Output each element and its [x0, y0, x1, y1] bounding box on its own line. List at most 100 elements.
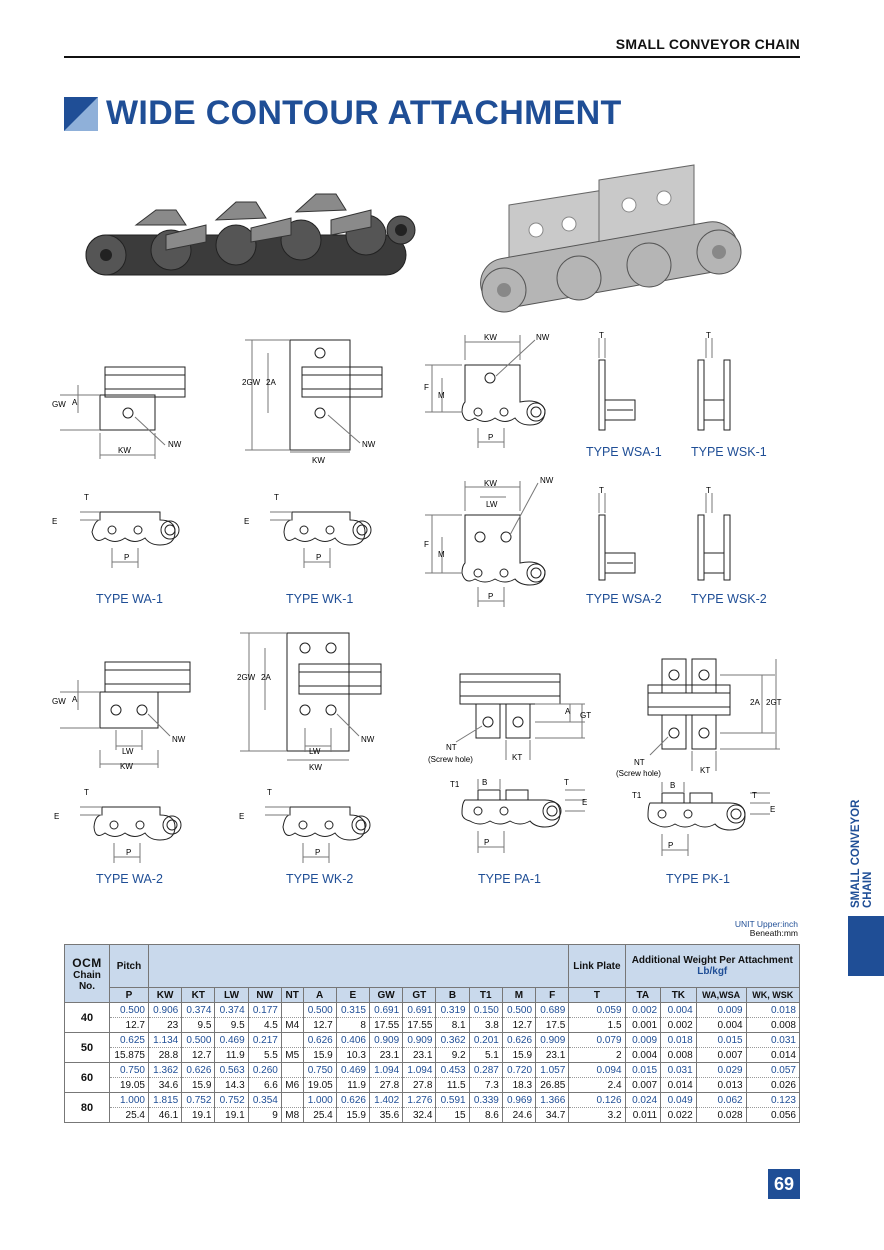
wa2-side-view: T E P	[54, 788, 182, 863]
table-cell: 1.5	[568, 1017, 626, 1033]
table-cell: 0.625	[109, 1032, 149, 1048]
type-wk1-label: TYPE WK-1	[286, 592, 354, 606]
chain-no-header: OCM Chain No.	[64, 944, 110, 1003]
wa1-top-view: GW A KW NW	[52, 366, 186, 459]
type-wa1-label: TYPE WA-1	[96, 592, 163, 606]
table-cell: 0.024	[624, 1092, 662, 1108]
unit-note-lower: Beneath:mm	[749, 928, 798, 938]
column-header: TA	[624, 987, 662, 1003]
column-header: T1	[468, 987, 503, 1003]
wsa1-m-label: M	[438, 391, 445, 400]
column-header: P	[109, 987, 149, 1003]
section-header: SMALL CONVEYOR CHAIN	[615, 36, 800, 52]
wk1-e-label: E	[244, 517, 249, 526]
table-cell: 1.366	[535, 1092, 570, 1108]
table-cell: 0.008	[660, 1047, 697, 1063]
column-header: GT	[402, 987, 437, 1003]
type-wa2-label: TYPE WA-2	[96, 872, 163, 886]
table-cell: 0.909	[368, 1032, 404, 1048]
column-header: NT	[280, 987, 304, 1003]
table-cell: 23.1	[368, 1047, 404, 1063]
wsa1-side-view: T	[598, 331, 636, 431]
additional-weight-label: Additional Weight Per Attachment	[631, 955, 793, 966]
table-cell: 12.7	[501, 1017, 537, 1033]
pk1-kt-label: KT	[700, 766, 710, 775]
table-cell: 23.1	[535, 1047, 570, 1063]
column-header: KT	[181, 987, 216, 1003]
wk2-e-label: E	[239, 812, 244, 821]
wk2-kw-label: KW	[309, 763, 322, 772]
wk2-lw-label: LW	[309, 747, 321, 756]
wsa2-kw-label: KW	[484, 479, 497, 488]
wsa2-lw-label: LW	[486, 500, 498, 509]
wsa2-m-label: M	[438, 550, 445, 559]
wsa2-side-view: T	[598, 486, 636, 581]
table-cell: 15.875	[109, 1047, 149, 1063]
table-cell: 0.500	[181, 1032, 216, 1048]
table-cell: 0.028	[695, 1107, 747, 1123]
link-plate-header: Link Plate	[568, 944, 626, 988]
table-cell: 0.079	[568, 1032, 626, 1048]
table-cell: 0.007	[695, 1047, 747, 1063]
table-cell: 18.3	[501, 1077, 537, 1093]
column-header: NW	[247, 987, 282, 1003]
table-cell: 24.6	[501, 1107, 537, 1123]
wsa1-front-view: KW NW F M P	[424, 333, 550, 448]
table-cell: 0.626	[302, 1032, 337, 1048]
table-cell: 0.287	[468, 1062, 503, 1078]
column-header: F	[535, 987, 570, 1003]
table-cell: 15	[435, 1107, 470, 1123]
table-cell: 35.6	[368, 1107, 404, 1123]
table-cell: 0.015	[695, 1032, 747, 1048]
table-cell: 1.402	[368, 1092, 404, 1108]
table-cell: 27.8	[368, 1077, 404, 1093]
table-cell: 8.1	[435, 1017, 470, 1033]
table-cell: 0.059	[568, 1002, 626, 1018]
table-cell: 6.6	[247, 1077, 282, 1093]
table-cell: 0.031	[660, 1062, 697, 1078]
wk1-side-view: T E P	[244, 493, 372, 568]
table-cell: 19.1	[214, 1107, 249, 1123]
chain-number-cell: 80	[64, 1092, 110, 1123]
table-cell: 0.013	[695, 1077, 747, 1093]
pa1-nt-label: NT	[446, 743, 457, 752]
table-cell: 0.018	[745, 1002, 801, 1018]
table-cell: 15.9	[181, 1077, 216, 1093]
table-cell: 0.018	[660, 1032, 697, 1048]
table-cell: 0.354	[247, 1092, 282, 1108]
wa2-kw-label: KW	[120, 762, 133, 770]
table-cell: 17.55	[368, 1017, 404, 1033]
table-cell: 7.3	[468, 1077, 503, 1093]
table-cell: 0.752	[214, 1092, 249, 1108]
pa1-t1-label: T1	[450, 780, 460, 789]
table-cell: 0.339	[468, 1092, 503, 1108]
column-header: WK, WSK	[745, 987, 801, 1003]
wa1-a-label: A	[72, 398, 78, 407]
table-cell: 0.315	[335, 1002, 370, 1018]
type-wsa2-label: TYPE WSA-2	[586, 592, 662, 606]
table-cell: 0.406	[335, 1032, 370, 1048]
wsk2-t-label: T	[706, 486, 711, 495]
table-cell: 0.062	[695, 1092, 747, 1108]
nt-cell-upper	[280, 1062, 304, 1078]
table-cell: 0.001	[624, 1017, 662, 1033]
table-cell: 32.4	[402, 1107, 437, 1123]
table-cell: 1.134	[147, 1032, 183, 1048]
table-cell: 3.8	[468, 1017, 503, 1033]
table-cell: 1.000	[109, 1092, 149, 1108]
table-cell: 0.217	[247, 1032, 282, 1048]
table-cell: 0.453	[435, 1062, 470, 1078]
chain-number-cell: 60	[64, 1062, 110, 1093]
pa1-kt-label: KT	[512, 753, 522, 762]
table-cell: 0.011	[624, 1107, 662, 1123]
table-cell: 0.626	[501, 1032, 537, 1048]
table-cell: 0.374	[181, 1002, 216, 1018]
table-cell: 0.909	[402, 1032, 437, 1048]
table-cell: 0.015	[624, 1062, 662, 1078]
wk2-nw-label: NW	[361, 735, 375, 744]
wsa2-nw-label: NW	[540, 476, 554, 485]
nt-cell: M5	[280, 1047, 304, 1063]
